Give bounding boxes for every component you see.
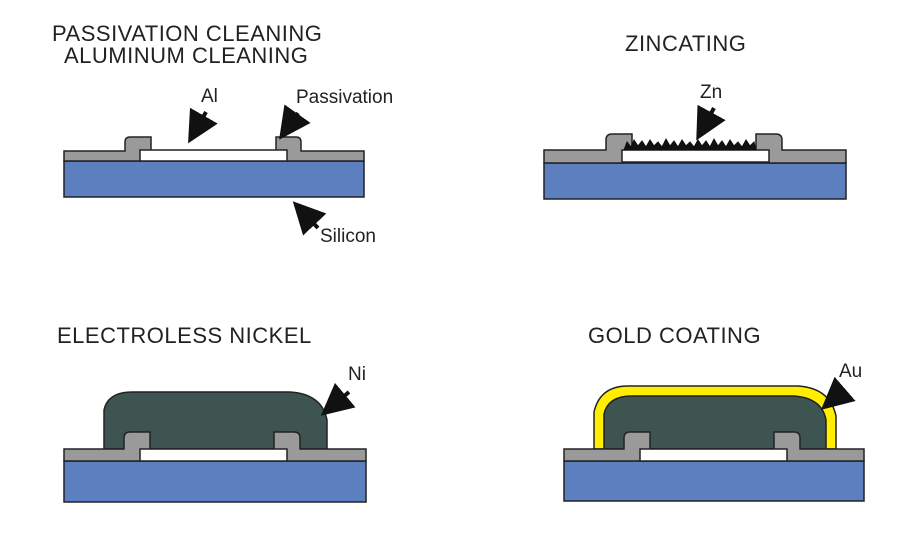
aluminum-pad (139, 149, 288, 162)
title-gold-coating: GOLD COATING (588, 323, 762, 348)
label-al: Al (201, 86, 218, 107)
arrow-au (820, 376, 856, 410)
silicon-substrate (63, 160, 365, 198)
panel-electroless-nickel: Ni (63, 364, 367, 503)
aluminum-pad (139, 448, 288, 462)
label-zn: Zn (700, 82, 722, 103)
arrow-silicon (292, 201, 327, 236)
title-zincating: ZINCATING (625, 31, 747, 56)
panel-gold-coating: Au (563, 361, 865, 502)
title-passivation-line2: ALUMINUM CLEANING (64, 43, 309, 68)
passivation-layer (543, 133, 847, 164)
nickel-bump (603, 395, 827, 450)
arrow-al (188, 107, 218, 144)
panel-passivation-cleaning: Al Passivation Silicon (63, 86, 393, 247)
panel-zincating: Zn (543, 82, 847, 200)
title-electroless-nickel: ELECTROLESS NICKEL (57, 323, 312, 348)
label-silicon: Silicon (320, 226, 376, 247)
arrow-passivation (279, 104, 311, 140)
label-passivation: Passivation (296, 87, 393, 108)
silicon-substrate (543, 162, 847, 200)
arrow-zn (696, 104, 726, 141)
label-ni: Ni (348, 364, 366, 385)
passivation-layer (63, 136, 365, 162)
arrow-ni (320, 382, 356, 416)
passivation-layer (563, 431, 865, 462)
title-passivation-line1: PASSIVATION CLEANING (52, 21, 323, 46)
silicon-substrate (63, 460, 367, 503)
aluminum-pad (621, 149, 770, 163)
zinc-layer (623, 137, 757, 151)
aluminum-pad (639, 448, 788, 462)
silicon-substrate (563, 460, 865, 502)
label-au: Au (839, 361, 862, 382)
